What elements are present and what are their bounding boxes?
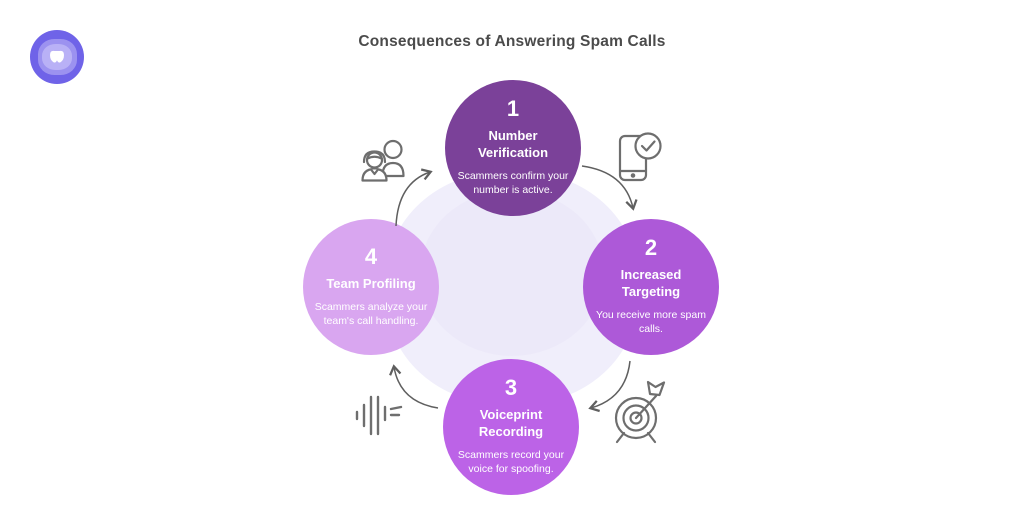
w-mark-icon: [50, 50, 64, 63]
step-number: 1: [506, 96, 520, 122]
step-title: Number Verification: [477, 128, 549, 161]
page-title: Consequences of Answering Spam Calls: [358, 33, 666, 50]
brand-logo-ring: [37, 39, 77, 75]
step-description: Scammers record your voice for spoofing.: [457, 449, 565, 476]
step-circle-increased-targeting: 2 Increased Targeting You receive more s…: [583, 219, 719, 355]
step-circle-number-verification: 1 Number Verification Scammers confirm y…: [445, 80, 581, 216]
step-description: Scammers confirm your number is active.: [457, 170, 569, 197]
step-description: You receive more spam calls.: [596, 309, 706, 336]
dart-target-icon: [604, 376, 670, 446]
voice-waveform-icon: [350, 392, 408, 438]
step-circle-voiceprint-recording: 3 Voiceprint Recording Scammers record y…: [443, 359, 579, 495]
background-blob-inner: [420, 190, 604, 356]
brand-logo-inner-ring: [42, 44, 72, 70]
step-description: Scammers analyze your team's call handli…: [314, 300, 428, 327]
step-number: 4: [364, 243, 378, 269]
step-title: Voiceprint Recording: [478, 407, 544, 440]
step-number: 2: [644, 235, 658, 261]
step-number: 3: [504, 375, 518, 401]
team-members-icon: [356, 136, 414, 194]
brand-logo: [30, 30, 84, 84]
step-title: Increased Targeting: [620, 267, 682, 300]
phone-verified-icon: [606, 128, 668, 190]
step-title: Team Profiling: [326, 275, 416, 291]
step-circle-team-profiling: 4 Team Profiling Scammers analyze your t…: [303, 219, 439, 355]
